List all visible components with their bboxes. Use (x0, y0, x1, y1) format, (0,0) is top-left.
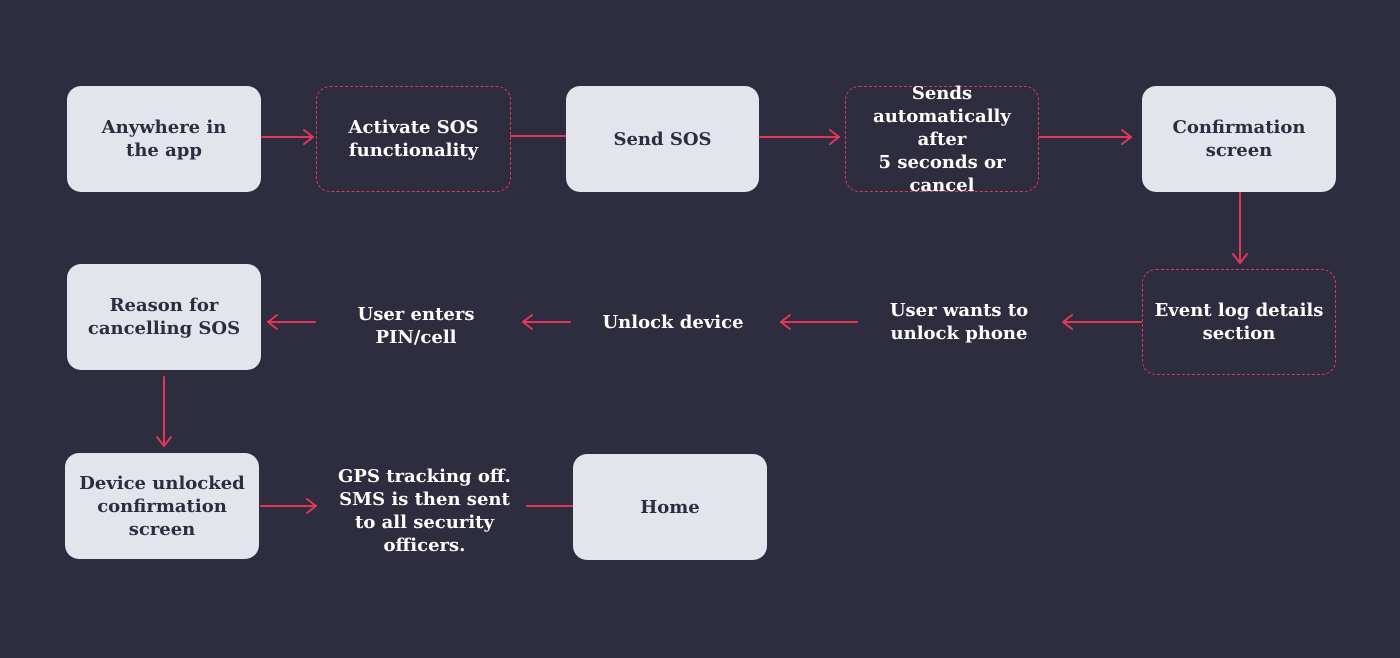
arrow-wants-unlock-to-unlock-device (780, 314, 858, 330)
arrow-sends-auto-to-confirmation (1038, 129, 1132, 145)
arrow-unlock-device-to-enters-pin (522, 314, 571, 330)
node-sends-automatically: Sends automatically after 5 seconds or c… (845, 83, 1039, 196)
node-event-log-details: Event log details section (1142, 269, 1336, 375)
node-activate-sos: Activate SOS functionality (316, 86, 511, 192)
arrow-reason-to-device-unlocked (156, 376, 172, 447)
node-unlock-device: Unlock device (602, 311, 744, 333)
node-send-sos: Send SOS (566, 86, 759, 192)
arrow-event-log-to-wants-unlock (1062, 314, 1142, 330)
node-reason-cancel-sos: Reason for cancelling SOS (67, 264, 261, 370)
node-user-wants-unlock: User wants to unlock phone (889, 300, 1029, 344)
node-home: Home (573, 454, 767, 560)
arrow-device-unlocked-to-gps (260, 498, 317, 514)
node-device-unlocked: Device unlocked confirmation screen (65, 453, 259, 559)
arrow-enters-pin-to-reason (267, 314, 316, 330)
node-confirmation-screen: Confirmation screen (1142, 86, 1336, 192)
node-anywhere-in-app: Anywhere in the app (67, 86, 261, 192)
arrow-confirmation-to-event-log (1232, 192, 1248, 264)
arrow-send-to-sends-auto (759, 129, 840, 145)
node-gps-tracking-off: GPS tracking off. SMS is then sent to al… (338, 466, 511, 556)
arrow-anywhere-to-activate (261, 129, 314, 145)
node-user-enters-pin: User enters PIN/cell (357, 304, 475, 348)
